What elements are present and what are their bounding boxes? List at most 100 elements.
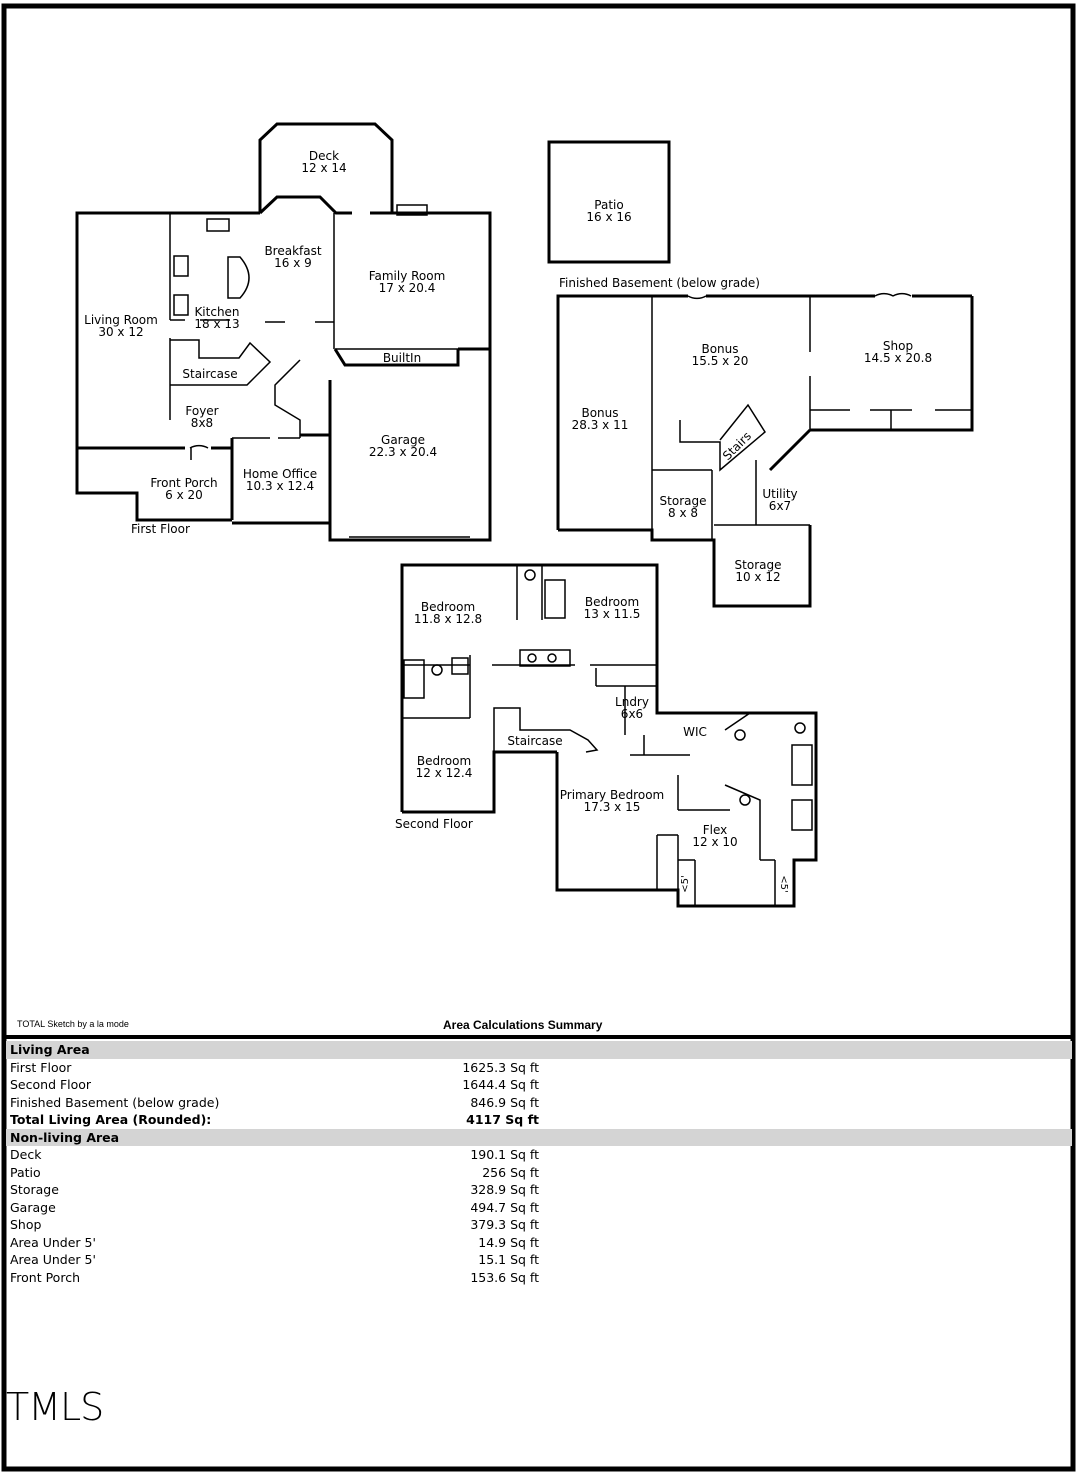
row-label: Front Porch	[10, 1269, 80, 1285]
room-family-room: Family Room 17 x 20.4	[369, 270, 446, 294]
area-under-5-b: <5'	[778, 875, 789, 893]
room-name: Living Room	[84, 313, 158, 327]
area-under-5-a: <5'	[680, 875, 691, 893]
floor-label-second: Second Floor	[395, 817, 473, 831]
row-value: 379.3 Sq ft	[470, 1217, 539, 1232]
total-row: Total Living Area (Rounded): 4117 Sq ft	[6, 1111, 1072, 1129]
room-name: Flex	[702, 823, 728, 837]
row-label: Area Under 5'	[10, 1252, 96, 1267]
room-dims: 8 x 8	[667, 506, 698, 520]
room-dims: 12 x 14	[301, 161, 347, 175]
second-floor-walls	[400, 563, 818, 908]
row-value: 4117 Sq ft	[466, 1112, 539, 1127]
room-storage-a: Storage 8 x 8	[660, 495, 707, 519]
room-utility: Utility 6x7	[762, 488, 797, 512]
room-dims: 6x7	[768, 499, 792, 513]
room-dims: 12 x 10	[692, 835, 738, 849]
room-laundry: Lndry 6x6	[615, 696, 649, 720]
room-dims: 6 x 20	[165, 488, 203, 502]
room-name: BuiltIn	[382, 351, 422, 365]
room-name: Bonus	[581, 406, 619, 420]
room-name: Patio	[594, 198, 624, 212]
room-dims: 12 x 12.4	[415, 766, 473, 780]
room-name: Storage	[734, 558, 782, 572]
room-wic: WIC	[683, 726, 707, 738]
row-label: Patio	[10, 1164, 41, 1180]
row-value: 14.9 Sq ft	[478, 1234, 539, 1250]
row-label: Second Floor	[10, 1077, 92, 1092]
room-dims: 17 x 20.4	[378, 281, 436, 295]
table-row: Area Under 5' 15.1 Sq ft	[6, 1251, 1072, 1269]
room-dims: 15.5 x 20	[691, 354, 749, 368]
room-name: Bonus	[701, 342, 739, 356]
room-home-office: Home Office 10.3 x 12.4	[243, 468, 317, 492]
row-value: 153.6 Sq ft	[470, 1269, 539, 1285]
room-name: Breakfast	[264, 244, 322, 258]
room-dims: 10.3 x 12.4	[245, 479, 315, 493]
row-label: Garage	[10, 1199, 56, 1215]
room-shop: Shop 14.5 x 20.8	[864, 340, 932, 364]
room-name: Staircase	[507, 734, 563, 748]
room-name: Primary Bedroom	[559, 788, 665, 802]
row-value: 1644.4 Sq ft	[462, 1077, 539, 1092]
row-label: First Floor	[10, 1059, 72, 1075]
room-dims: 6x6	[620, 707, 644, 721]
room-bonus-left: Bonus 28.3 x 11	[572, 407, 629, 431]
first-floor-walls	[75, 122, 492, 542]
row-label: Shop	[10, 1217, 42, 1232]
room-name: Shop	[882, 339, 914, 353]
table-row: Storage 328.9 Sq ft	[6, 1181, 1072, 1199]
room-dims: 8x8	[190, 416, 214, 430]
sketch-credit: TOTAL Sketch by a la mode	[17, 1019, 129, 1029]
room-dims: 18 x 13	[194, 317, 240, 331]
table-row: First Floor 1625.3 Sq ft	[6, 1059, 1072, 1077]
room-front-porch: Front Porch 6 x 20	[150, 477, 217, 501]
row-label: Deck	[10, 1147, 42, 1162]
room-breakfast: Breakfast 16 x 9	[264, 245, 321, 269]
room-name: Bedroom	[584, 595, 640, 609]
floor-plan-drawing	[75, 122, 974, 908]
row-value: 15.1 Sq ft	[478, 1252, 539, 1267]
table-row: Patio 256 Sq ft	[6, 1164, 1072, 1182]
room-patio: Patio 16 x 16	[586, 199, 631, 223]
room-deck: Deck 12 x 14	[301, 150, 346, 174]
room-bedroom-c: Bedroom 12 x 12.4	[416, 755, 473, 779]
room-primary-bedroom: Primary Bedroom 17.3 x 15	[560, 789, 664, 813]
table-row: Finished Basement (below grade) 846.9 Sq…	[6, 1094, 1072, 1112]
row-label: Total Living Area (Rounded):	[10, 1112, 212, 1127]
table-row: Shop 379.3 Sq ft	[6, 1216, 1072, 1234]
room-bedroom-a: Bedroom 11.8 x 12.8	[414, 601, 482, 625]
summary-title: Area Calculations Summary	[443, 1018, 603, 1032]
row-value: 1625.3 Sq ft	[462, 1059, 539, 1075]
room-dims: 30 x 12	[98, 325, 144, 339]
room-dims: 22.3 x 20.4	[368, 445, 438, 459]
tmls-logo: TMLS	[6, 1385, 104, 1429]
room-dims: 17.3 x 15	[583, 800, 641, 814]
room-name: Bedroom	[420, 600, 476, 614]
room-name: Home Office	[242, 467, 318, 481]
room-name: Garage	[381, 433, 425, 447]
table-row: Area Under 5' 14.9 Sq ft	[6, 1234, 1072, 1252]
row-value: 328.9 Sq ft	[470, 1182, 539, 1197]
row-value: 190.1 Sq ft	[470, 1147, 539, 1162]
table-row: Second Floor 1644.4 Sq ft	[6, 1076, 1072, 1094]
room-name: Staircase	[182, 367, 238, 381]
room-dims: 16 x 16	[586, 210, 632, 224]
row-value: 846.9 Sq ft	[470, 1094, 539, 1110]
room-dims: 10 x 12	[735, 570, 781, 584]
area-summary-table: Living Area First Floor 1625.3 Sq ft Sec…	[6, 1041, 1072, 1286]
room-bedroom-b: Bedroom 13 x 11.5	[584, 596, 641, 620]
floor-label-basement: Finished Basement (below grade)	[559, 276, 760, 290]
row-label: Storage	[10, 1182, 59, 1197]
patio-outline	[547, 140, 671, 264]
room-dims: 16 x 9	[274, 256, 312, 270]
row-value: 494.7 Sq ft	[470, 1199, 539, 1215]
table-row: Front Porch 153.6 Sq ft	[6, 1269, 1072, 1287]
room-bonus-upper: Bonus 15.5 x 20	[692, 343, 749, 367]
room-name: WIC	[683, 725, 707, 739]
room-living-room: Living Room 30 x 12	[84, 314, 158, 338]
room-name: Foyer	[185, 404, 219, 418]
room-dims: 11.8 x 12.8	[413, 612, 483, 626]
table-row: Garage 494.7 Sq ft	[6, 1199, 1072, 1217]
